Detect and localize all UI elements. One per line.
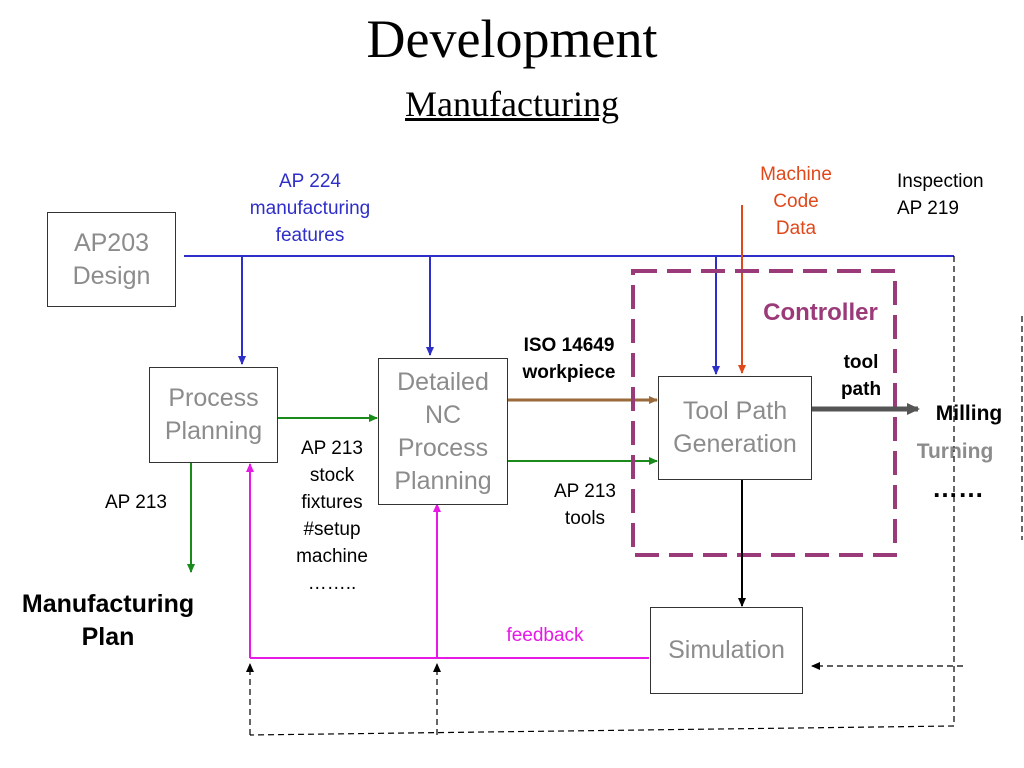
- page-title: Development: [366, 9, 658, 69]
- feedback-label: feedback: [506, 625, 584, 646]
- ap213-tools-label: AP 213 tools: [554, 481, 616, 529]
- milling-label: Milling: [935, 402, 1003, 425]
- manufacturing-plan-label: Manufacturing Plan: [21, 590, 195, 651]
- tool-path-generation-box: Tool Path Generation: [658, 376, 812, 480]
- ap224-label: AP 224 manufacturing features: [249, 171, 371, 246]
- ap203-design-box: AP203 Design: [47, 212, 176, 307]
- turning-label: Turning: [916, 440, 994, 463]
- simulation-box: Simulation: [650, 607, 803, 694]
- tool-path-label: tool path: [840, 352, 882, 400]
- controller-label: Controller: [763, 299, 878, 326]
- feedback-lines: [246, 463, 649, 659]
- ap213-setup-label: AP 213 stock fixtures #setup machine …….…: [296, 438, 368, 594]
- inspection-loop: [246, 256, 1023, 736]
- detailed-nc-process-planning-box: Detailed NC Process Planning: [378, 358, 508, 505]
- ap213-left-label: AP 213: [105, 492, 167, 513]
- ap224-feature-lines: [184, 255, 954, 375]
- inspection-label: Inspection AP 219: [897, 171, 984, 219]
- ellipsis-label: ……: [932, 473, 984, 503]
- process-planning-box: Process Planning: [149, 367, 278, 463]
- page-subtitle: Manufacturing: [405, 84, 619, 124]
- iso14649-label: ISO 14649 workpiece: [522, 335, 616, 383]
- machine-code-data-label: Machine Code Data: [760, 164, 832, 239]
